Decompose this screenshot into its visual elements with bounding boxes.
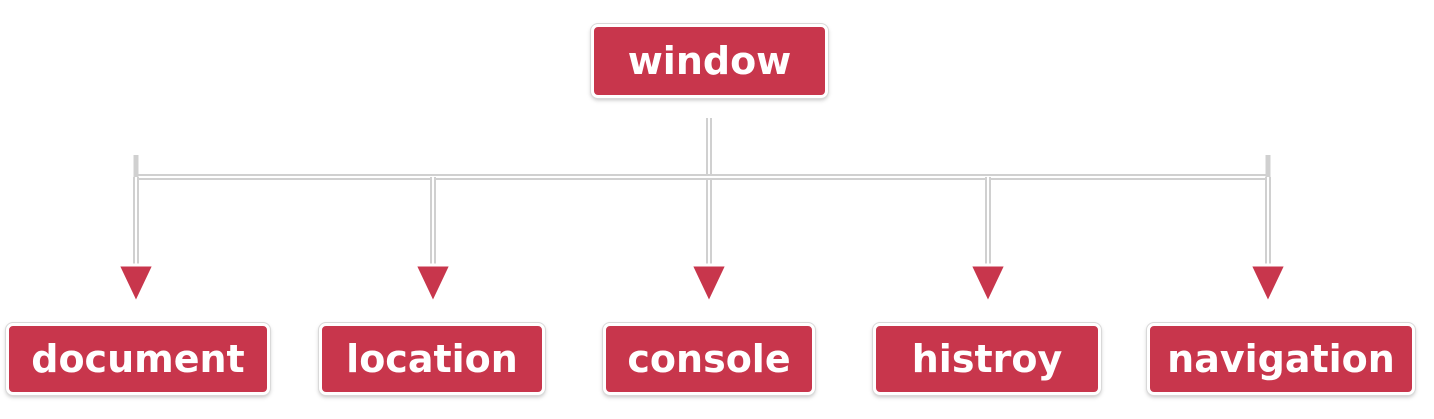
node-window: window — [591, 24, 828, 98]
arrowhead-document — [116, 263, 156, 305]
arrowhead-histroy — [968, 263, 1008, 305]
node-location: location — [319, 323, 545, 395]
arrowhead-location — [413, 263, 453, 305]
node-console: console — [603, 323, 815, 395]
node-document: document — [6, 323, 270, 395]
arrowhead-navigation — [1248, 263, 1288, 305]
node-histroy: histroy — [873, 323, 1101, 395]
arrowhead-console — [689, 263, 729, 305]
node-navigation: navigation — [1147, 323, 1415, 395]
